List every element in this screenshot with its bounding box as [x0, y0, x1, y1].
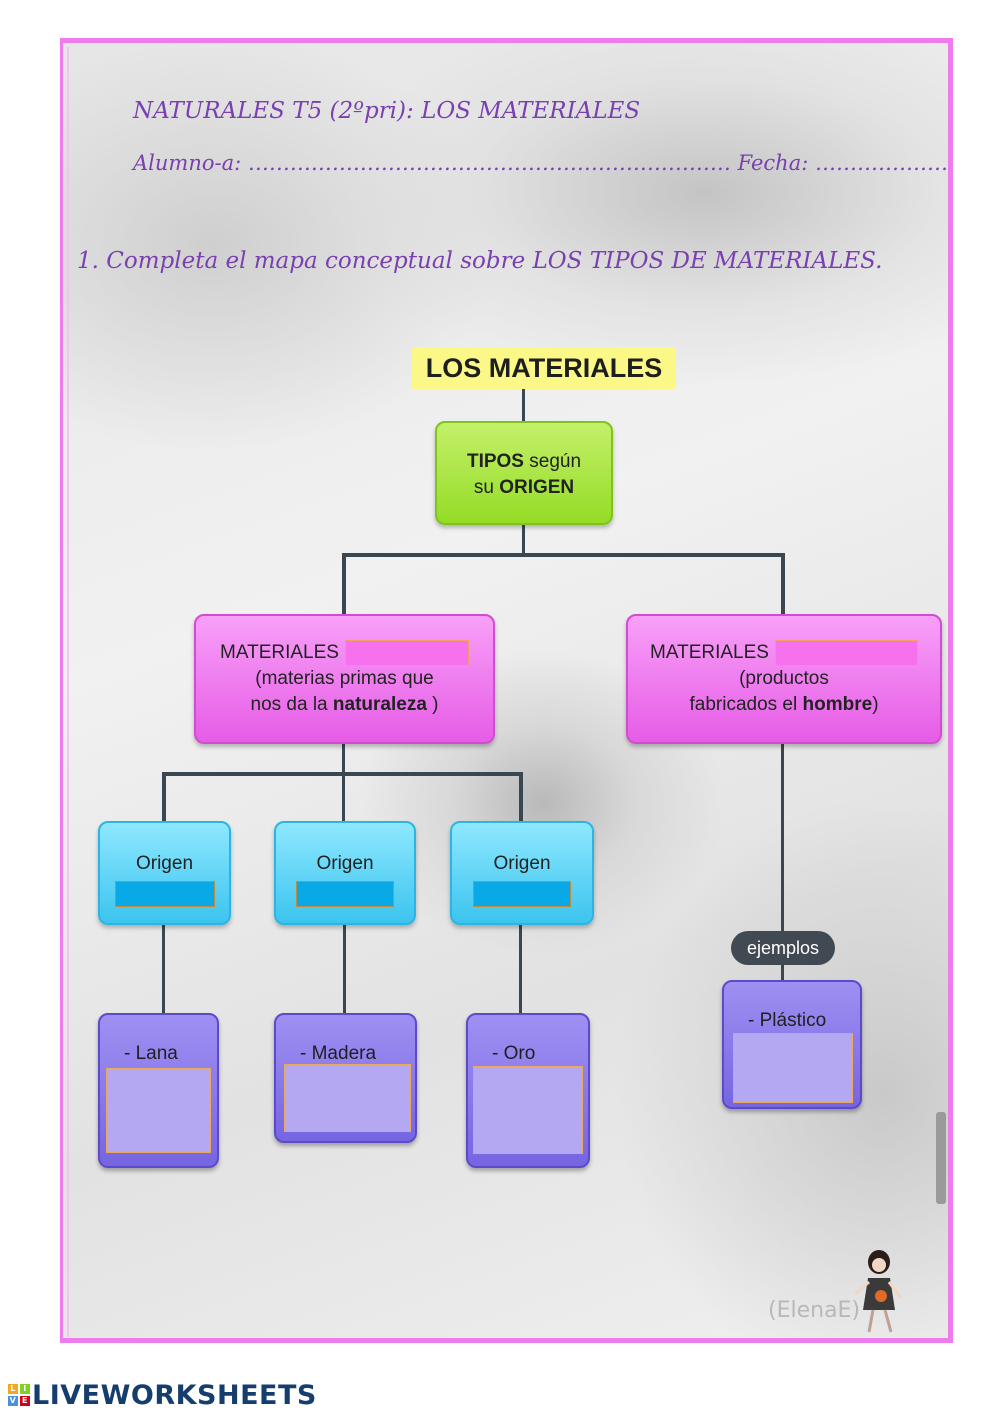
artificial-materials-desc: (productos: [739, 668, 829, 690]
connector-line: [162, 925, 165, 1013]
origin-label: Origen: [135, 853, 194, 874]
connector-line: [519, 925, 522, 1013]
margin-line: [67, 47, 69, 1337]
connector-line: [342, 553, 784, 557]
connector-line: [519, 772, 523, 821]
brand-name: LIVEWORKSHEETS: [32, 1379, 317, 1411]
logo-letter: I: [20, 1384, 30, 1394]
example-answer-field-2[interactable]: [284, 1064, 411, 1132]
natural-desc-text: ): [426, 694, 439, 716]
girl-illustration-icon: [854, 1250, 903, 1333]
example-label: - Madera: [300, 1043, 377, 1064]
example-box-madera: - Madera: [274, 1013, 417, 1143]
examples-pill: ejemplos: [731, 931, 835, 965]
connector-line: [162, 772, 166, 821]
example-answer-field-1[interactable]: [106, 1068, 211, 1153]
student-date-line: Alumno-a: …………………………………………………………… Fecha:…: [133, 151, 948, 175]
connector-line: [522, 389, 525, 421]
connector-line: [781, 744, 784, 931]
origin-node-text: su: [473, 477, 500, 498]
scroll-handle[interactable]: [936, 1112, 946, 1204]
logo-letter: L: [8, 1384, 18, 1394]
origin-node-bold-tipos: TIPOS: [466, 451, 524, 472]
artificial-materials-label: MATERIALES: [650, 642, 769, 664]
natural-desc-text: nos da la: [250, 694, 333, 716]
connector-line: [522, 525, 525, 555]
map-root-title: LOS MATERIALES: [412, 347, 676, 389]
origin-node-bold-origen: ORIGEN: [499, 477, 575, 498]
origin-label: Origen: [316, 853, 374, 874]
worksheet-title: NATURALES T5 (2ºpri): LOS MATERIALES: [133, 98, 641, 124]
artificial-desc-text: fabricados el: [689, 694, 803, 716]
natural-materials-desc: (materias primas que: [255, 668, 434, 690]
connector-line: [342, 744, 345, 774]
origin-box-2: Origen: [274, 821, 416, 925]
origin-node-text: según: [523, 451, 582, 472]
example-box-lana: - Lana: [98, 1013, 219, 1168]
types-by-origin-node: TIPOS según su ORIGEN: [435, 421, 613, 525]
liveworksheets-logo-icon: L I V E: [8, 1384, 30, 1406]
logo-letter: V: [8, 1396, 18, 1406]
student-name-blank[interactable]: ……………………………………………………………: [247, 151, 731, 175]
artificial-desc-bold: hombre: [802, 694, 873, 716]
student-label: Alumno-a:: [133, 151, 242, 175]
logo-letter: E: [20, 1396, 30, 1406]
liveworksheets-logo: L I V E LIVEWORKSHEETS: [8, 1378, 317, 1412]
origin-box-1: Origen: [98, 821, 231, 925]
example-answer-field-3[interactable]: [473, 1066, 583, 1154]
example-label: - Oro: [492, 1043, 536, 1064]
natural-materials-node: MATERIALES (materias primas que nos da l…: [194, 614, 495, 744]
origin-answer-field-3[interactable]: [473, 881, 571, 907]
connector-line: [343, 925, 346, 1013]
natural-materials-label: MATERIALES: [220, 642, 339, 664]
connector-line: [781, 965, 784, 980]
example-box-plastico: - Plástico: [722, 980, 862, 1109]
artificial-desc-text: ): [872, 694, 879, 716]
origin-box-3: Origen: [450, 821, 594, 925]
artificial-materials-node: MATERIALES (productos fabricados el homb…: [626, 614, 942, 744]
natural-type-answer-field[interactable]: [344, 640, 469, 666]
date-label: Fecha:: [737, 151, 809, 175]
natural-desc-bold: naturaleza: [332, 694, 427, 716]
connector-line: [781, 553, 785, 614]
example-label: - Lana: [124, 1043, 178, 1064]
question-text: 1. Completa el mapa conceptual sobre LOS…: [77, 248, 883, 274]
example-answer-field-4[interactable]: [733, 1033, 853, 1103]
origin-answer-field-1[interactable]: [114, 881, 215, 907]
connector-line: [342, 553, 346, 614]
artificial-type-answer-field[interactable]: [774, 640, 918, 666]
date-blank[interactable]: ……………………………: [814, 151, 948, 175]
example-label: - Plástico: [748, 1010, 827, 1031]
origin-answer-field-2[interactable]: [296, 881, 394, 907]
origin-label: Origen: [493, 853, 551, 874]
author-signature: (ElenaE): [768, 1298, 861, 1323]
example-box-oro: - Oro: [466, 1013, 590, 1168]
connector-line: [342, 772, 345, 821]
worksheet-page: NATURALES T5 (2ºpri): LOS MATERIALES Alu…: [60, 38, 953, 1343]
